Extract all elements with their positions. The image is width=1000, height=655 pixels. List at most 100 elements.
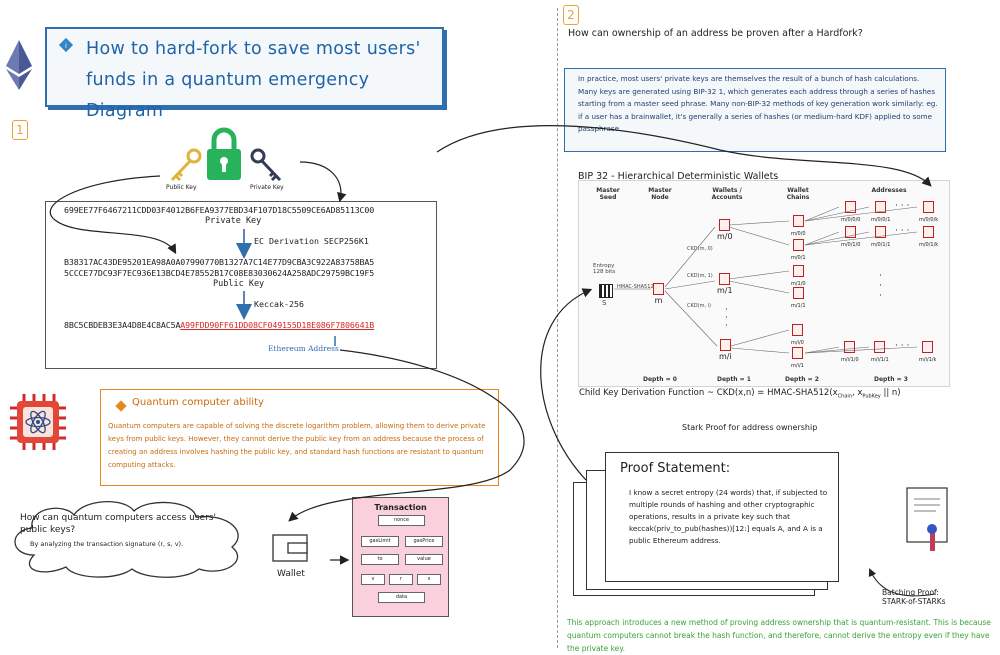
key-derivation-box <box>45 201 437 369</box>
address-node: m/0/0/0 <box>841 201 860 223</box>
qr-seed-icon <box>599 284 613 298</box>
address-label: m/0/0/k <box>919 217 939 223</box>
address-label: m/0/1/k <box>919 242 939 248</box>
formula-suffix: || n) <box>883 388 901 398</box>
chain-label: m/0/1 <box>791 255 806 261</box>
tx-field-gasprice: gasPrice <box>405 536 443 547</box>
ellipsis-horizontal: · · · <box>895 341 910 351</box>
key-node-icon <box>791 347 803 359</box>
ckd-label-i: CKD(m, i) <box>687 303 711 309</box>
account-label: m/0 <box>717 232 733 241</box>
key-node-icon <box>792 265 804 277</box>
section-2-question: How can ownership of an address be prove… <box>568 28 863 39</box>
section-1-badge: 1 <box>12 120 28 140</box>
proof-statement-box <box>605 452 839 582</box>
ckd-label-1: CKD(m, 1) <box>687 273 713 279</box>
account-label: m/1 <box>717 286 733 295</box>
orange-diamond-icon <box>114 398 128 412</box>
info-diamond-icon: i <box>58 37 74 53</box>
chain-node: m/0/1 <box>791 239 806 261</box>
tx-field-gaslimit: gasLimit <box>361 536 399 547</box>
key-node-icon <box>792 215 804 227</box>
col-master-node: Master Node <box>648 187 672 201</box>
padlock-icon <box>204 126 244 182</box>
account-label: m/i <box>719 352 732 361</box>
explanation-text: In practice, most users' private keys ar… <box>578 74 938 133</box>
tx-field-data: data <box>378 592 425 603</box>
address-label: m/0/0/0 <box>841 217 861 223</box>
chain-label: m/i/0 <box>791 340 804 346</box>
depth-3: Depth = 3 <box>874 376 908 383</box>
key-node-icon <box>719 339 731 351</box>
chain-label: m/1/1 <box>791 303 806 309</box>
key-node-icon <box>653 283 664 295</box>
address-node: m/0/1/1 <box>871 226 890 248</box>
key-node-icon <box>792 287 804 299</box>
hash-prefix: 8BC5CBDEB3E3A4D8E4C8AC5A <box>64 320 181 330</box>
depth-0: Depth = 0 <box>643 376 677 383</box>
bip32-edges <box>614 206 918 354</box>
col-wallets-accounts: Wallets / Accounts <box>711 187 743 201</box>
key-node-icon <box>845 201 857 213</box>
address-node: m/i/1/k <box>919 341 936 363</box>
tx-field-to: to <box>361 554 399 565</box>
address-node: m/i/1/1 <box>871 341 889 363</box>
address-node: m/0/1/k <box>919 226 938 248</box>
quantum-chip-icon <box>8 392 68 452</box>
key-node-icon <box>922 341 934 353</box>
formula-sub-pubkey: PubKey <box>862 393 881 400</box>
tx-field-v: v <box>361 574 385 585</box>
keccak-label: Keccak-256 <box>254 299 304 309</box>
seed-symbol: S <box>602 299 607 307</box>
key-node-icon <box>874 341 886 353</box>
hmac-label: HMAC-SHA512 <box>617 284 654 290</box>
master-symbol: m <box>654 296 663 305</box>
key-node-icon <box>844 341 856 353</box>
address-label: m/i/1/0 <box>841 357 859 363</box>
proof-title: Proof Statement: <box>620 461 731 476</box>
ethereum-address-label: Ethereum Address <box>268 344 339 353</box>
key-node-icon <box>845 226 857 238</box>
account-node-i: m/i <box>719 339 732 361</box>
keccak-hash: 8BC5CBDEB3E3A4D8E4C8AC5AA99FDD90FF61DD08… <box>64 320 374 330</box>
public-key-icon-label: Public Key <box>166 184 197 191</box>
public-key-hex-line1: B38317AC43DE95201EA98A0A07990770B1327A7C… <box>64 257 375 267</box>
public-key-hex-line2: 5CCCE77DC93F7EC936E13BCD4E78552B17C08E83… <box>64 268 375 278</box>
batching-label: Batching Proof: STARK-of-STARKs <box>882 588 946 606</box>
chain-label: m/0/0 <box>791 231 806 237</box>
cloud-answer: By analyzing the transaction signature (… <box>30 540 184 548</box>
key-node-icon <box>792 239 804 251</box>
depth-2: Depth = 2 <box>785 376 819 383</box>
address-node: m/0/0/1 <box>871 201 890 223</box>
certificate-icon <box>906 487 950 553</box>
ellipsis-horizontal: · · · <box>895 201 910 211</box>
stark-caption: Stark Proof for address ownership <box>682 423 818 432</box>
private-key-caption: Private Key <box>205 216 262 226</box>
ckd-function-formula: Child Key Derivation Function ~ CKD(x,n)… <box>579 388 901 400</box>
tx-field-r: r <box>389 574 413 585</box>
section-divider <box>557 8 558 648</box>
key-node-icon <box>791 324 803 336</box>
key-node-icon <box>923 226 935 238</box>
ethereum-address-hex: A99FDD90FF61DD08CF049155D18E086F7806641B <box>180 320 375 330</box>
formula-prefix: Child Key Derivation Function ~ CKD(x,n)… <box>579 388 838 398</box>
ellipsis-vertical: ··· <box>725 305 728 331</box>
chain-node: m/i/0 <box>791 324 804 346</box>
col-wallet-chains: Wallet Chains <box>786 187 810 201</box>
title-line-1: How to hard-fork to save most users' <box>86 39 421 59</box>
tx-field-value: value <box>405 554 443 565</box>
chain-node: m/0/0 <box>791 215 806 237</box>
address-label: m/i/1/k <box>919 357 937 363</box>
formula-mid: , x <box>851 388 863 398</box>
svg-text:i: i <box>65 42 67 50</box>
conclusion-text: This approach introduces a new method of… <box>567 618 991 653</box>
key-node-icon <box>875 226 887 238</box>
section-2-badge: 2 <box>563 5 579 25</box>
chain-label: m/i/1 <box>791 363 804 369</box>
quantum-ability-text: Quantum computers are capable of solving… <box>108 422 486 469</box>
ellipsis-vertical: ··· <box>879 271 882 301</box>
page-title: How to hard-fork to save most users' fun… <box>86 34 436 127</box>
address-label: m/0/1/1 <box>871 242 891 248</box>
col-addresses: Addresses <box>871 187 907 194</box>
ec-derivation-label: EC Derivation SECP256K1 <box>254 236 369 246</box>
